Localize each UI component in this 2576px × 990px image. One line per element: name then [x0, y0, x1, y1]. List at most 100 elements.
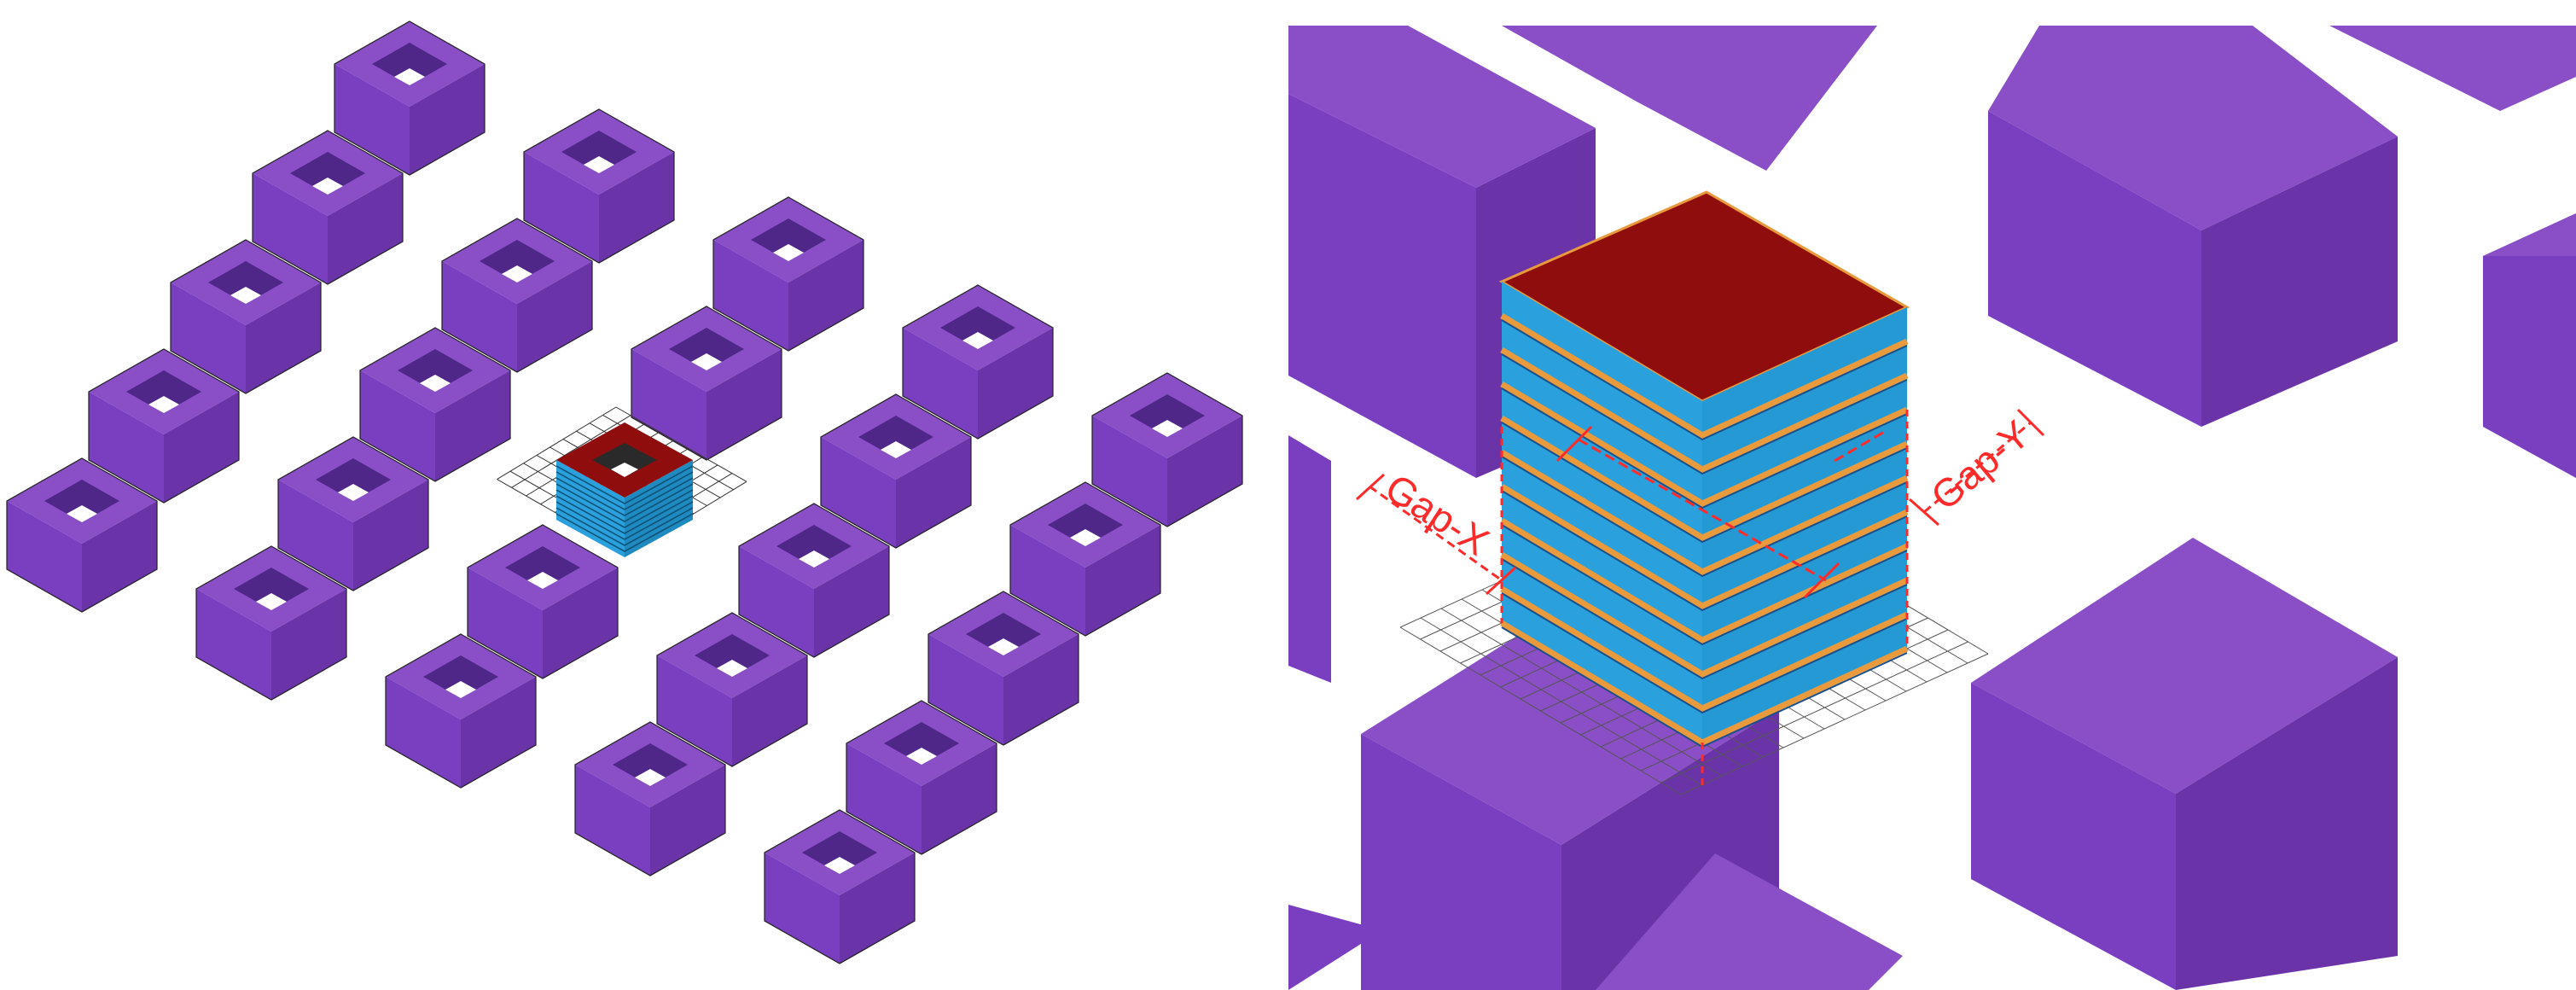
block-right-face — [922, 743, 997, 854]
courtyard-floor — [717, 660, 747, 677]
courtyard-opening — [884, 722, 959, 765]
hollow-block — [738, 503, 890, 658]
block-array-canvas — [6, 20, 1243, 964]
block-right-face — [82, 501, 157, 612]
courtyard-floor — [445, 681, 476, 698]
block-right-face — [732, 655, 807, 766]
courtyard-floor — [312, 178, 343, 195]
block-array-view — [0, 0, 1271, 990]
courtyard-opening — [423, 655, 498, 698]
facade-stripe — [1500, 449, 1909, 575]
block-left-face — [739, 546, 814, 657]
courtyard-opening — [234, 568, 309, 610]
block-right-face — [1085, 525, 1160, 636]
hollow-block — [359, 327, 511, 482]
courtyard-opening — [505, 546, 580, 589]
facade-stripe — [1500, 381, 1909, 507]
courtyard-opening — [208, 261, 283, 304]
block-left-face — [468, 568, 543, 678]
courtyard-floor — [988, 638, 1019, 655]
block-right-face — [461, 677, 536, 788]
block-right-face — [435, 370, 510, 481]
courtyard-opening — [398, 349, 473, 392]
block-right-face — [650, 765, 725, 876]
courtyard-opening — [966, 613, 1041, 655]
hollow-block — [467, 524, 619, 679]
hollow-block — [523, 108, 675, 264]
block-left-face — [196, 589, 271, 700]
courtyard-opening — [751, 218, 826, 261]
block-right-face — [814, 546, 889, 657]
block-left-face — [713, 240, 788, 351]
facade-stripe — [1500, 346, 1909, 473]
courtyard-opening — [126, 370, 201, 413]
hollow-block — [820, 393, 972, 549]
target-building — [1498, 190, 1910, 748]
block-right-face — [896, 437, 971, 548]
courtyard-floor — [824, 857, 855, 874]
courtyard-opening — [480, 240, 555, 282]
courtyard-opening — [940, 306, 1015, 349]
block-left-face — [7, 501, 82, 612]
block-left-face — [360, 370, 435, 481]
hollow-block — [1091, 372, 1243, 527]
hollow-block — [656, 612, 808, 767]
block-right-face — [1167, 416, 1242, 527]
block-right-face — [1003, 634, 1079, 745]
courtyard-opening — [316, 458, 391, 501]
surrounding-cubes — [1288, 26, 2576, 990]
facade-stripe — [1500, 415, 1909, 541]
courtyard-opening — [1130, 394, 1205, 437]
block-left-face — [253, 173, 328, 284]
block-left-face — [442, 261, 517, 372]
hollow-block — [88, 348, 240, 504]
courtyard-opening — [695, 634, 770, 677]
block-right-face — [410, 64, 485, 175]
target-courtyard — [592, 443, 657, 477]
courtyard-opening — [290, 152, 365, 195]
courtyard-floor — [502, 265, 532, 282]
courtyard-floor — [691, 353, 722, 370]
block-left-face — [524, 152, 599, 263]
block-left-face — [903, 328, 978, 439]
target-courtyard-floor — [611, 463, 638, 477]
block-left-face — [334, 64, 410, 175]
courtyard-floor — [67, 505, 97, 522]
courtyard-floor — [962, 332, 993, 349]
facade-stripe — [1500, 312, 1909, 439]
hollow-block — [1009, 481, 1161, 637]
courtyard-floor — [148, 396, 179, 413]
hollow-block — [631, 306, 782, 461]
block-left-face — [765, 853, 840, 964]
courtyard-floor — [527, 572, 558, 589]
hollow-block — [712, 196, 864, 352]
facade-stripe — [1500, 551, 1909, 678]
courtyard-floor — [584, 156, 614, 173]
gap-x-label: Gap-X — [1378, 465, 1497, 564]
courtyard-floor — [394, 68, 425, 85]
block-right-face — [978, 328, 1053, 439]
courtyard-floor — [635, 769, 666, 786]
block-right-face — [517, 261, 592, 372]
hollow-block — [334, 20, 486, 176]
block-left-face — [631, 349, 707, 460]
block-left-face — [89, 392, 164, 503]
hollow-block — [170, 239, 322, 394]
block-left-face — [821, 437, 896, 548]
hollow-block — [574, 721, 726, 876]
block-right-face — [353, 480, 428, 591]
courtyard-floor — [1070, 529, 1101, 546]
courtyard-opening — [561, 131, 637, 173]
courtyard-opening — [669, 328, 744, 370]
hollow-block — [441, 218, 593, 373]
block-right-face — [788, 240, 864, 351]
block-right-face — [543, 568, 618, 678]
hollow-block — [764, 809, 916, 964]
courtyard-floor — [881, 441, 911, 458]
zoomed-building-canvas: Gap-X Gap-Y — [1288, 26, 2576, 990]
block-right-face — [599, 152, 674, 263]
hollow-block — [385, 633, 537, 789]
block-left-face — [657, 655, 732, 766]
hollow-block — [846, 700, 997, 855]
block-right-face — [328, 173, 403, 284]
